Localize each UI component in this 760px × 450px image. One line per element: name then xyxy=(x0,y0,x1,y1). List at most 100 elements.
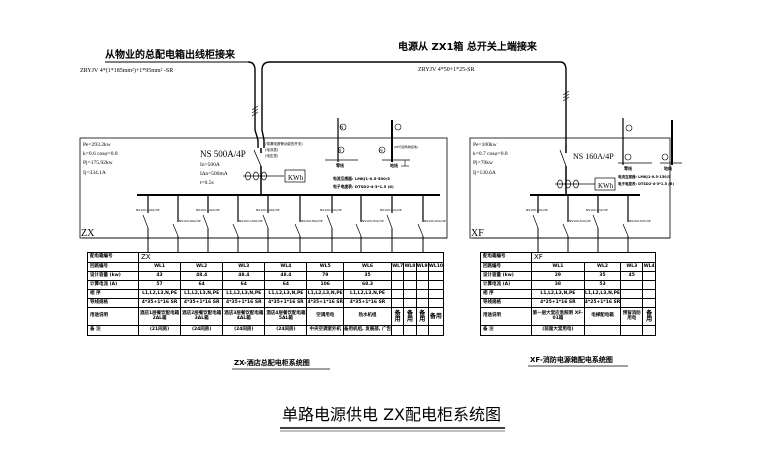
xf-param-k: k=0.7 cosφ=0.8 xyxy=(473,151,508,157)
row-label: 相 序 xyxy=(480,289,532,299)
zx-branch: NS100-100A/3P xyxy=(196,195,220,252)
table-cell-current xyxy=(642,280,656,290)
table-cell-phase: L1,L2,L3,N,PE xyxy=(222,289,266,299)
table-cell-note: 中央空调室外机 xyxy=(306,325,344,336)
zx-neutral-symbol: N xyxy=(340,125,343,130)
xf-branch-breaker-label: NS100-63A/3P xyxy=(586,208,608,212)
zx-branch-breaker-label: NS100-100A/3P xyxy=(196,208,220,212)
table-cell-usage: 酒店4层餐饮配电箱 5AL箱 xyxy=(264,307,308,326)
zx-pe-symbol: PE xyxy=(379,149,383,153)
table-cell-note xyxy=(391,325,405,336)
xf-neutral-earth xyxy=(618,118,682,165)
row-label: 配电箱编号 xyxy=(87,252,139,263)
table-cell-loop: WL4 xyxy=(642,262,656,272)
table-cell-phase xyxy=(415,289,429,299)
table-cell-note: (前面大堂用电) xyxy=(531,325,585,336)
table-row: 备 注(前面大堂用电) xyxy=(480,325,656,336)
zx-main-breaker-symbol xyxy=(253,148,262,195)
table-cell-loop: WL8 xyxy=(403,262,417,272)
zx-branch-circuits: NS100-100A/3P NS100-80A/3P NS100-100A/3P NS… xyxy=(136,195,446,252)
table-cell-cable: 4*35+1*16 SR xyxy=(222,298,266,308)
xf-ct-label: 电流互感器: LMKJ1-0.5-150/5 xyxy=(618,174,671,179)
row-label: 计算电流 (A) xyxy=(87,280,139,290)
zx-cabinet-name: ZX xyxy=(81,228,95,239)
table-cell-note xyxy=(583,325,622,336)
xf-param-ij: Ij=130.6A xyxy=(473,170,496,176)
row-label: 回路编号 xyxy=(480,262,532,272)
xf-meter-label: 电子电度表: DTSD2-4-3*1.5 (6) xyxy=(618,181,674,186)
zx-param-pj: Pj=175.92kw xyxy=(83,160,113,166)
xf-branch-circuits: NS100-63A/3PNS100-63A/3PNS100-63A/3PNS10… xyxy=(526,195,651,252)
table-cell-loop: WL1 xyxy=(137,262,182,272)
table-cell-capacity: 79 xyxy=(306,271,344,281)
table-cell-capacity: 43 xyxy=(137,271,182,281)
table-cell-phase: L1,L2,L3,N,PE xyxy=(306,289,344,299)
zx-main-breaker-label: NS 500A/4P xyxy=(200,149,246,159)
table-cell-phase xyxy=(391,289,405,299)
table-cell-current: 57 xyxy=(137,280,182,290)
table-cell-usage: 备用 xyxy=(642,307,656,326)
table-cell-phase: L1,L2,L3,N,PE xyxy=(531,289,585,299)
table-cell-usage: 酒店1层餐饮配电箱 2AL箱 xyxy=(137,307,182,326)
table-cell-capacity xyxy=(427,271,445,281)
table-cell-current: 64 xyxy=(264,280,308,290)
zx-ct-label: 电流互感器: LMKJ1-0.5-500/5 xyxy=(333,176,390,181)
row-label: 回路编号 xyxy=(87,262,139,272)
table-cell-phase xyxy=(427,289,445,299)
zx-branch: NS100-63A/3P xyxy=(380,195,402,252)
table-cell-capacity: 45 xyxy=(620,271,644,281)
feed-left-cable: ZRYJV 4*(1*185mm²)+1*95mm² -SR xyxy=(80,67,173,74)
zx-branch: NS100-63A/3P xyxy=(355,195,384,252)
table-cell-loop: WL2 xyxy=(180,262,224,272)
table-cell-note: (24间房) xyxy=(180,325,224,336)
xf-neutral-label: 零线 xyxy=(623,165,632,171)
table-cell-note xyxy=(403,325,417,336)
zx-kwh-meter: KWh xyxy=(288,174,304,182)
table-cell-cable: 4*35+1*16 SR xyxy=(306,298,344,308)
xf-kwh-meter: KWh xyxy=(598,182,614,190)
zx-earth-note: (PE与建筑物接地) xyxy=(394,144,418,149)
table-cell-usage: 第一层大堂应急照明 XF-01箱 xyxy=(531,307,585,326)
zx-branch-breaker-label: NS100-63A/3P xyxy=(380,208,402,212)
table-cell-phase xyxy=(403,289,417,299)
table-cell-capacity: 48.4 xyxy=(222,271,266,281)
row-label: 相 序 xyxy=(87,289,139,299)
table-cell-cable: 4*35+1*16 SR xyxy=(342,298,393,308)
table-cell-cable: 4*35+1*16 SR xyxy=(264,298,308,308)
table-cell-note: (21间房) xyxy=(137,325,182,336)
zx-branch: NS100-100A/3P xyxy=(136,195,160,252)
zx-caption: ZX-酒店总配电柜系统图 xyxy=(234,358,310,367)
table-cell-loop: WL10 xyxy=(427,262,445,272)
table-row: 用途说明第一层大堂应急照明 XF-01箱电梯配电箱预留消防用电备用 xyxy=(480,307,656,326)
table-cell-loop: WL9 xyxy=(415,262,429,272)
xf-earth-label: 地线 xyxy=(664,165,672,171)
main-title: 单路电源供电 ZX配电柜系统图 xyxy=(282,405,501,424)
feed-right-cable: ZRYJV 4*50+1*25-SR xyxy=(418,67,474,73)
table-cell-note xyxy=(620,325,644,336)
xf-cabinet-name: XF xyxy=(471,228,484,239)
zx-branch-breaker-label: NS100-63A/3P xyxy=(320,208,342,212)
xf-current-transformers xyxy=(555,177,616,191)
table-cell-loop: WL3 xyxy=(620,262,644,272)
row-label: 设计容量 (kw) xyxy=(87,271,139,281)
zx-branch-breaker-label: NS100-80A/3P xyxy=(301,219,323,223)
table-cell-usage: 酒店3层餐饮配电箱 4AL箱 xyxy=(222,307,266,326)
zx-meter-label: 电子电度表: DTSD2-4-3*1.5 (6) xyxy=(333,184,394,189)
table-cell-phase: L1,L2,L3,N,PE xyxy=(137,289,182,299)
xf-main-breaker-label: NS 160A/4P xyxy=(573,152,614,161)
feed-cables xyxy=(105,61,567,148)
table-cell-phase xyxy=(642,289,656,299)
xf-branch: NS100-63A/3P xyxy=(586,195,608,252)
table-cell-usage: 电梯配电箱 xyxy=(583,307,622,326)
table-cell-loop: WL1 xyxy=(531,262,585,272)
table-cell-current xyxy=(620,280,644,290)
zx-branch-breaker-label: NS100-100A/3P xyxy=(256,208,280,212)
table-cell-loop: WL6 xyxy=(342,262,393,272)
